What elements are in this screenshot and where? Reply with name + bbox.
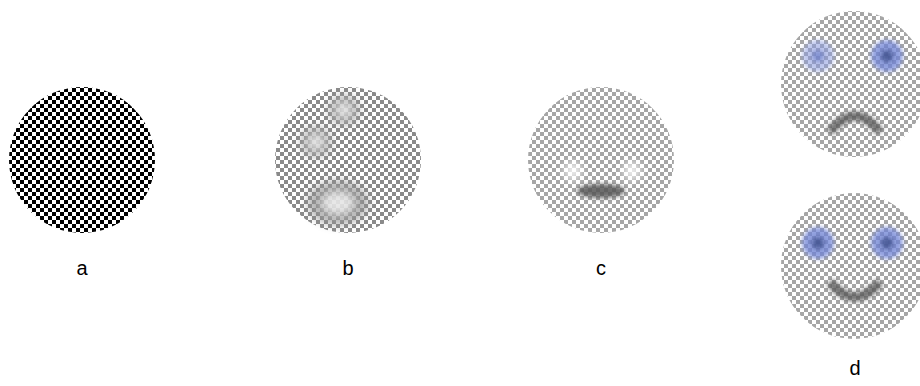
dot-disc	[275, 87, 421, 233]
dot-disc	[528, 87, 674, 233]
panel-letter: b	[342, 258, 353, 278]
face-disc	[781, 11, 920, 157]
face-disc	[781, 193, 920, 339]
panel-letter: c	[596, 258, 606, 278]
panel-letter: d	[849, 358, 860, 378]
dot-disc	[9, 87, 155, 233]
panel-letter: a	[76, 258, 87, 278]
